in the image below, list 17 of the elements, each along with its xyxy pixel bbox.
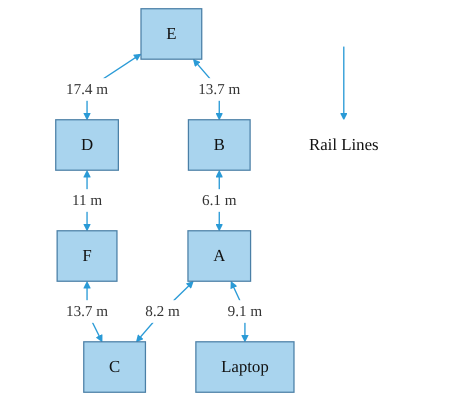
- node-text: Rail Lines: [308, 136, 378, 154]
- edge-label: 13.7 m: [66, 302, 108, 320]
- node-box: Laptop: [194, 341, 294, 393]
- edge-label: 6.1 m: [202, 192, 236, 208]
- node-box: E: [140, 8, 202, 60]
- node-box: B: [188, 119, 250, 171]
- node-box: F: [56, 230, 118, 282]
- arrow: [340, 46, 348, 120]
- edge-label: 9.1 m: [227, 302, 262, 320]
- edge-label: 11 m: [72, 192, 102, 208]
- node-box: C: [82, 341, 146, 393]
- edge-label: 8.2 m: [144, 302, 180, 320]
- node-box: A: [187, 230, 251, 282]
- edge-label: 17.4 m: [66, 80, 108, 98]
- arrow: [136, 281, 194, 342]
- node-box: D: [54, 119, 119, 171]
- edge-label: 13.7 m: [198, 80, 240, 98]
